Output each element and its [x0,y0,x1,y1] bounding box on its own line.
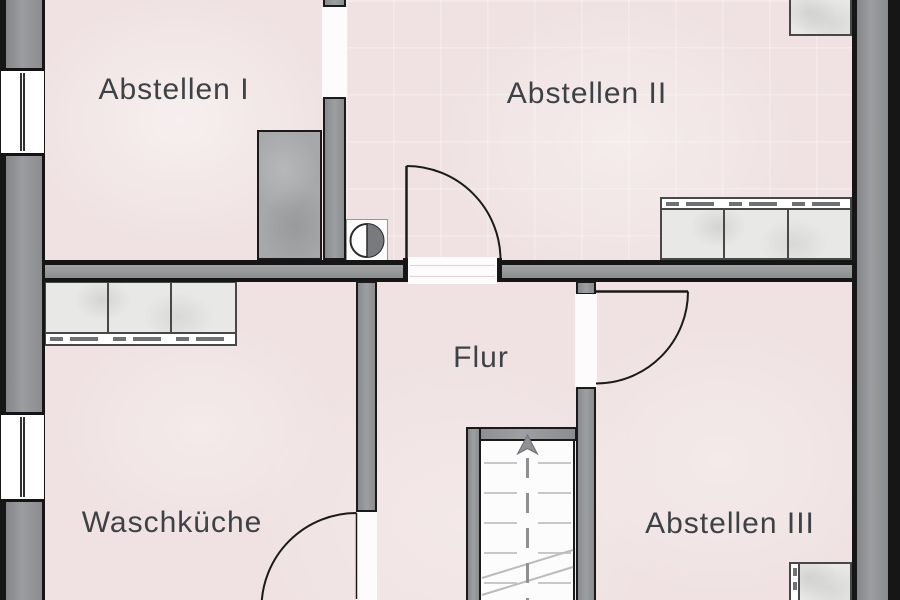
cabinet-handle-strip [44,332,237,346]
wall [576,387,596,600]
window-symbol [1,68,44,156]
threshold-line [410,265,495,266]
stairwell-floor [479,439,575,600]
room-label-abstellen-1: Abstellen I [98,73,250,106]
cabinet-row-abstellen-2 [660,208,852,260]
wall-end-cap [403,258,408,282]
room-label-flur: Flur [453,341,509,374]
outer-wall-left-edge [0,0,6,600]
appliance-box [346,219,388,262]
room-label-abstellen-3: Abstellen III [645,507,815,540]
cabinet-divider [787,210,789,258]
door-opening [408,257,497,284]
door-opening [322,7,347,98]
door-swing [595,290,689,385]
cabinet-divider [170,283,172,332]
window-symbol [1,412,44,502]
cabinet-bottom-right [789,562,852,600]
door-opening [575,294,597,387]
cabinet-row-waschkueche [44,281,237,334]
outer-wall-right-inner-line [852,0,857,600]
outer-wall-left-inner-line [42,0,45,600]
door-swing [260,512,358,600]
wall [323,97,346,260]
cabinet-divider [723,210,725,258]
threshold-line [410,276,495,277]
wall-stub [576,281,596,295]
wall [356,281,377,512]
outer-wall-right-edge [888,0,900,600]
door-opening [356,512,377,600]
room-label-abstellen-2: Abstellen II [506,77,668,110]
masonry-block [257,130,322,260]
wall-end-cap [497,258,502,282]
room-label-waschkueche: Waschküche [81,506,263,539]
cabinet-handle-strip [791,564,800,600]
outer-wall-right [857,0,888,600]
wall-stub [323,0,346,7]
cabinet-divider [107,283,109,332]
cabinet-top-right [789,0,852,36]
